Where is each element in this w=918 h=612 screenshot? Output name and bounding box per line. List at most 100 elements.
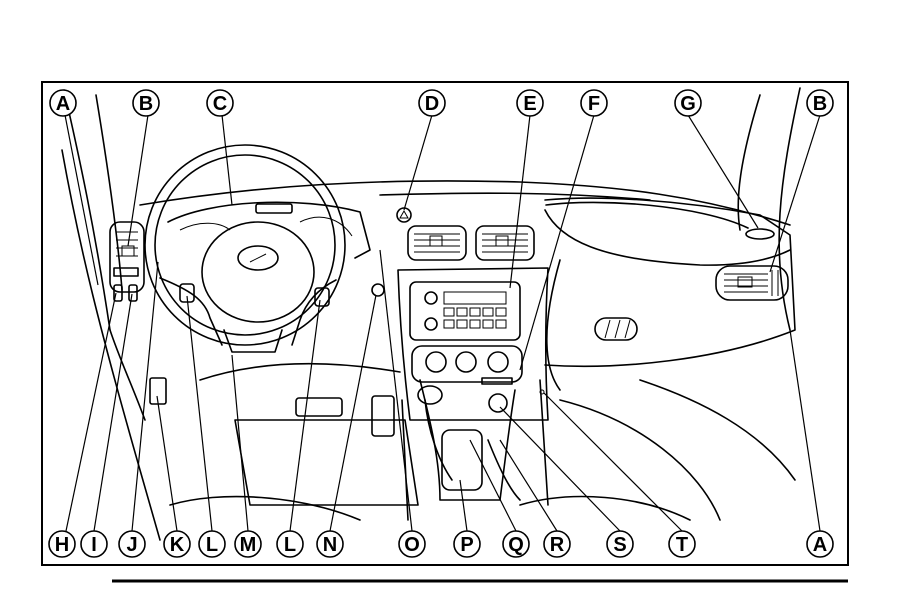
radio-buttons bbox=[444, 308, 506, 328]
power-outlet bbox=[489, 394, 507, 412]
shift-knob bbox=[418, 386, 442, 404]
left-a-pillar-inner bbox=[96, 95, 122, 290]
callout-label: T bbox=[676, 534, 688, 556]
tachometer-arc bbox=[180, 223, 230, 230]
glovebox-handle bbox=[595, 318, 637, 340]
callout-l-left: L bbox=[199, 531, 225, 557]
callout-o: O bbox=[399, 531, 425, 557]
callout-n: N bbox=[317, 531, 343, 557]
callout-s: S bbox=[607, 531, 633, 557]
steering-wheel-rim-inner bbox=[155, 155, 335, 335]
ignition-switch bbox=[372, 284, 384, 296]
dashboard-illustration bbox=[62, 88, 800, 540]
left-a-pillar bbox=[64, 90, 110, 330]
callout-label: O bbox=[404, 534, 420, 556]
callout-q: Q bbox=[503, 531, 529, 557]
callout-m: M bbox=[235, 531, 261, 557]
callout-label: A bbox=[813, 534, 827, 556]
callout-label: I bbox=[91, 534, 97, 556]
fog-lamp-switch bbox=[129, 285, 137, 301]
center-vent-louvers bbox=[414, 234, 528, 252]
callout-label: S bbox=[613, 534, 626, 556]
passenger-floor-edge-2 bbox=[640, 380, 795, 480]
climate-knob-right bbox=[488, 352, 508, 372]
defroster-grille bbox=[746, 229, 774, 239]
hazard-triangle bbox=[400, 211, 408, 218]
callout-label: H bbox=[55, 534, 69, 556]
callout-label: B bbox=[813, 93, 827, 115]
floor-mat bbox=[235, 420, 418, 505]
callout-row-bottom: H I J K L M L N bbox=[49, 531, 833, 557]
seat-cushion-right bbox=[520, 497, 690, 520]
callout-label: J bbox=[126, 534, 137, 556]
callout-row-top: A B C D E F G B bbox=[50, 90, 833, 116]
emblem-rocket bbox=[250, 254, 266, 262]
climate-knob-center bbox=[456, 352, 476, 372]
climate-knob-left bbox=[426, 352, 446, 372]
console-tunnel bbox=[420, 380, 515, 500]
brake-pedal bbox=[296, 398, 342, 416]
callout-j: J bbox=[119, 531, 145, 557]
headlamp-switch bbox=[114, 268, 138, 276]
radio-knob-top bbox=[425, 292, 437, 304]
callout-label: Q bbox=[508, 534, 524, 556]
callout-label: L bbox=[284, 534, 296, 556]
callout-label: E bbox=[523, 93, 536, 115]
center-stack bbox=[398, 268, 548, 420]
callout-b-top-left: B bbox=[133, 90, 159, 116]
odometer-display bbox=[256, 204, 292, 213]
accelerator-pedal bbox=[372, 396, 394, 436]
glovebox-handle-slot-1 bbox=[605, 320, 610, 338]
callout-t: T bbox=[669, 531, 695, 557]
callout-e: E bbox=[517, 90, 543, 116]
callout-label: P bbox=[460, 534, 473, 556]
ashtray-lighter-strip bbox=[482, 378, 512, 384]
callout-label: R bbox=[550, 534, 565, 556]
glovebox-handle-slot-3 bbox=[625, 320, 630, 338]
callout-h: H bbox=[49, 531, 75, 557]
callout-l-right: L bbox=[277, 531, 303, 557]
radio-unit bbox=[410, 282, 520, 340]
airbag-hub bbox=[202, 222, 314, 322]
glovebox-handle-slot-2 bbox=[615, 320, 620, 338]
callout-label: K bbox=[170, 534, 185, 556]
callout-label: B bbox=[139, 93, 153, 115]
callout-label: A bbox=[56, 93, 70, 115]
console-left-edge bbox=[402, 400, 408, 520]
callout-p: P bbox=[454, 531, 480, 557]
callout-label: D bbox=[425, 93, 439, 115]
diagram-frame bbox=[42, 82, 848, 565]
left-kick-panel bbox=[110, 330, 145, 420]
callout-label: F bbox=[588, 93, 600, 115]
callout-label: M bbox=[240, 534, 257, 556]
steering-wheel-rim bbox=[145, 145, 345, 345]
right-a-pillar-inner bbox=[738, 95, 760, 230]
callout-g: G bbox=[675, 90, 701, 116]
defroster-slot bbox=[546, 202, 748, 228]
callout-c: C bbox=[207, 90, 233, 116]
under-dash-edge bbox=[200, 364, 400, 380]
callout-label: L bbox=[206, 534, 218, 556]
radio-knob-bottom bbox=[425, 318, 437, 330]
dash-right-edge bbox=[547, 260, 560, 390]
shift-gate bbox=[442, 430, 482, 490]
callout-a-top: A bbox=[50, 90, 76, 116]
callout-r: R bbox=[544, 531, 570, 557]
callout-label: G bbox=[680, 93, 696, 115]
callout-label: N bbox=[323, 534, 337, 556]
callout-a-bottom: A bbox=[807, 531, 833, 557]
callout-i: I bbox=[81, 531, 107, 557]
callout-f: F bbox=[581, 90, 607, 116]
callout-k: K bbox=[164, 531, 190, 557]
seat-cushion-left bbox=[170, 497, 360, 520]
radio-display bbox=[444, 292, 506, 304]
center-vent-left bbox=[408, 226, 466, 260]
passenger-dash bbox=[545, 198, 795, 366]
center-vent-right bbox=[476, 226, 534, 260]
left-vent-louvers bbox=[116, 232, 138, 256]
callout-b-top-right: B bbox=[807, 90, 833, 116]
callout-d: D bbox=[419, 90, 445, 116]
right-vent-louvers bbox=[724, 270, 778, 296]
glovebox-upper-line bbox=[545, 210, 790, 265]
